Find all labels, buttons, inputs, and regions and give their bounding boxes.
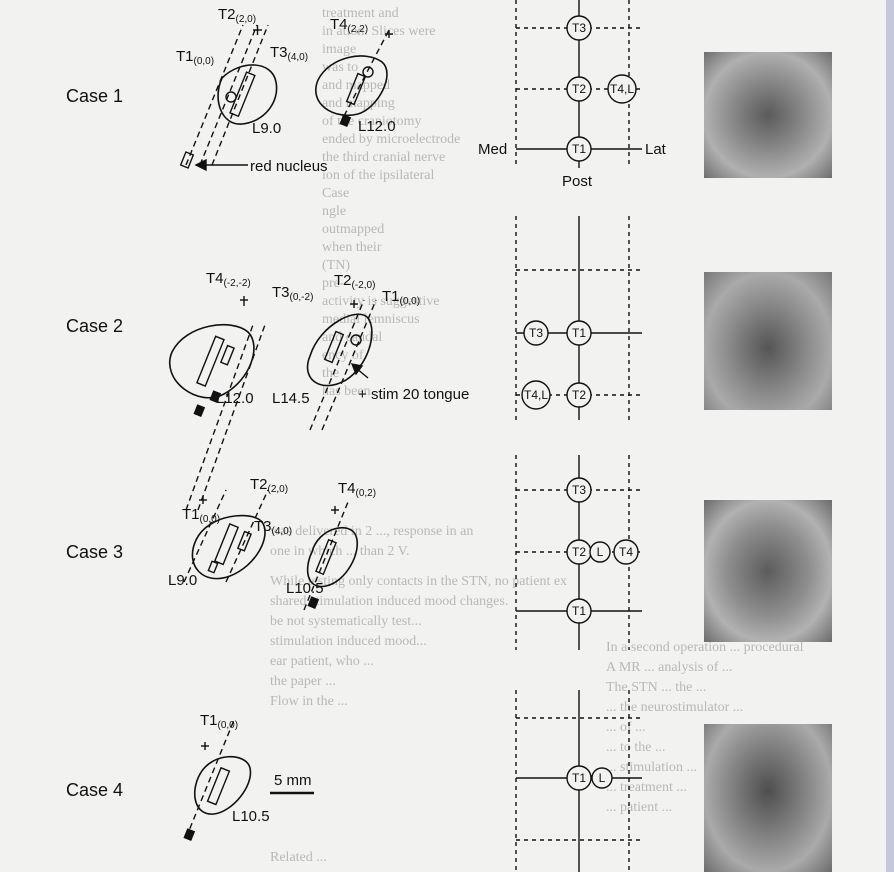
axis-lat-label: Lat: [645, 141, 667, 158]
node-label: L: [599, 771, 606, 785]
electrode-contact: [325, 332, 344, 363]
electrode-tip: [184, 829, 194, 840]
case-label: Case 3: [66, 542, 123, 563]
node-label: T4,L: [610, 82, 634, 96]
node-label: T1: [572, 604, 586, 618]
node-label: T4: [619, 545, 633, 559]
level-label: L12.0: [358, 118, 396, 135]
node-label: L: [597, 545, 604, 559]
axis-post-label: Post: [562, 173, 593, 190]
node-label: T3: [572, 483, 586, 497]
annotation-label: + stim 20 tongue: [358, 386, 469, 403]
electrode-tip: [194, 405, 204, 416]
trajectory-label: T2(2,0): [218, 6, 256, 25]
trajectory-label: T1(0,0): [200, 712, 238, 731]
scale-label: 5 mm: [274, 772, 312, 789]
node-label: T3: [572, 21, 586, 35]
trajectory-label: T2(2,0): [250, 476, 288, 495]
trajectory-label: T1(0,0): [382, 288, 420, 307]
red-nucleus-marker: [181, 152, 194, 168]
case-label: Case 1: [66, 86, 123, 107]
level-label: L14.5: [272, 390, 310, 407]
electrode-tip: [340, 115, 350, 126]
level-label: L12.0: [216, 390, 254, 407]
electrode-contact: [316, 540, 336, 575]
stn-outline: [170, 325, 254, 398]
node-label: T2: [572, 82, 586, 96]
node-label: T1: [572, 142, 586, 156]
node-label: T2: [572, 388, 586, 402]
electrode-contact: [230, 72, 255, 116]
trajectory-line: [322, 300, 376, 430]
stn-outline: [308, 314, 372, 385]
stn-outline: [308, 528, 358, 587]
stn-outline: [195, 757, 251, 814]
level-label: L9.0: [252, 120, 281, 137]
stn-outline: [316, 56, 387, 115]
trajectory-label: T2(-2,0): [334, 272, 375, 291]
electrode-contact: [347, 74, 366, 105]
node-label: T4,L: [524, 388, 548, 402]
case-label: Case 2: [66, 316, 123, 337]
level-label: L10.5: [286, 580, 324, 597]
node-label: T1: [572, 326, 586, 340]
trajectory-line: [184, 490, 226, 582]
trajectory-label: T1(0,0): [176, 48, 214, 67]
node-label: T3: [529, 326, 543, 340]
electrode-contact: [197, 336, 224, 386]
trajectory-label: T4(0,2): [338, 480, 376, 499]
trajectory-label: T4(-2,-2): [206, 270, 251, 289]
axis-med-label: Med: [478, 141, 507, 158]
trajectory-label: T4(2,2): [330, 16, 368, 35]
trajectory-line: [186, 25, 243, 165]
trajectory-line: [200, 25, 257, 165]
target-marker: [351, 335, 361, 345]
window-edge: [886, 0, 894, 872]
electrode-contact: [208, 768, 230, 805]
trajectory-label: T1(0,0): [182, 506, 220, 525]
level-label: L10.5: [232, 808, 270, 825]
trajectory-line: [212, 25, 268, 165]
electrode-contact: [215, 524, 238, 564]
trajectory-label: T3(0,-2): [272, 284, 313, 303]
electrode-contact: [208, 561, 217, 573]
trajectory-label: T3(4,0): [254, 518, 292, 537]
electrode-tip: [308, 597, 318, 608]
level-label: L9.0: [168, 572, 197, 589]
case-label: Case 4: [66, 780, 123, 801]
annotation-label: red nucleus: [250, 158, 328, 175]
target-marker: [363, 67, 373, 77]
node-label: T2: [572, 545, 586, 559]
node-label: T1: [572, 771, 586, 785]
trajectory-label: T3(4,0): [270, 44, 308, 63]
electrode-contact: [221, 346, 234, 365]
